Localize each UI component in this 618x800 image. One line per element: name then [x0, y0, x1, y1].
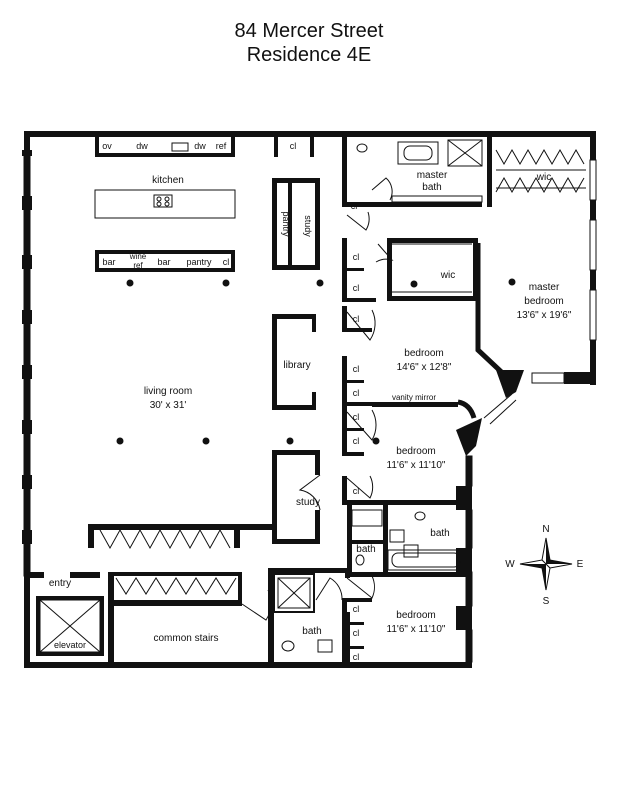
label-closet-9: cl	[353, 486, 360, 496]
label-closet-3: cl	[353, 283, 360, 293]
room-bedroom-2: bedroom	[396, 446, 435, 457]
label-closet-4: cl	[353, 314, 360, 324]
compass-west: W	[505, 559, 515, 570]
label-closet-12: cl	[353, 652, 360, 662]
label-closet-11: cl	[353, 628, 360, 638]
label-closet-2: cl	[353, 252, 360, 262]
kitchen-island	[94, 142, 236, 219]
label-dishwasher-1: dw	[136, 141, 148, 151]
room-bedroom-2-dims: 11'6" x 11'10"	[387, 460, 446, 471]
label-closet-6: cl	[353, 388, 360, 398]
room-bedroom-1-dims: 14'6" x 12'8"	[397, 362, 452, 373]
room-pantry-vertical: pantry	[281, 211, 291, 237]
room-master-bedroom-dims: 13'6" x 19'6"	[517, 310, 572, 321]
room-living-room: living room	[144, 386, 192, 397]
plan-title-unit: Residence 4E	[246, 44, 372, 66]
compass-north: N	[542, 524, 549, 535]
closet-doors	[99, 148, 585, 595]
doors	[241, 177, 394, 621]
label-refrigerator: ref	[216, 141, 227, 151]
label-closet-5: cl	[353, 364, 360, 374]
interior-walls	[30, 137, 596, 662]
room-wic-master: wic	[536, 172, 551, 183]
room-entry: entry	[49, 578, 71, 589]
label-wine: wine	[129, 252, 147, 261]
label-closet-top: cl	[290, 141, 297, 151]
room-bath-left: bath	[356, 544, 375, 555]
room-master-bedroom-1: master	[529, 282, 560, 293]
room-master-bedroom-2: bedroom	[524, 296, 563, 307]
label-oven: ov	[102, 141, 112, 151]
windows-east	[465, 159, 597, 663]
compass-rose: N S E W	[505, 524, 583, 607]
label-closet-10: cl	[353, 604, 360, 614]
label-bar-2: bar	[157, 257, 170, 267]
label-closet-7: cl	[353, 412, 360, 422]
room-bedroom-3-dims: 11'6" x 11'10"	[387, 624, 446, 635]
room-common-stairs: common stairs	[153, 633, 218, 644]
room-elevator: elevator	[54, 640, 86, 650]
room-bedroom-3: bedroom	[396, 610, 435, 621]
room-library: library	[283, 360, 310, 371]
compass-south: S	[543, 596, 550, 607]
label-dishwasher-2: dw	[194, 141, 206, 151]
room-study-upper: study	[303, 215, 313, 237]
room-bedroom-1: bedroom	[404, 348, 443, 359]
label-bar-1: bar	[102, 257, 115, 267]
label-closet-1: cl	[351, 201, 358, 211]
room-study-lower: study	[296, 497, 320, 508]
room-master-bath-1: master	[417, 170, 448, 181]
room-bath-center: bath	[430, 528, 449, 539]
room-living-room-dims: 30' x 31'	[150, 400, 187, 411]
label-wine-ref: ref	[133, 261, 143, 270]
compass-east: E	[577, 559, 584, 570]
room-bath-lower: bath	[302, 626, 321, 637]
label-closet-8: cl	[353, 436, 360, 446]
label-vanity-mirror: vanity mirror	[392, 393, 436, 402]
label-pantry: pantry	[186, 257, 212, 267]
ceiling-lights	[116, 278, 516, 445]
label-bar-closet: cl	[223, 257, 230, 267]
room-wic-hall: wic	[440, 270, 455, 281]
windows-west	[23, 155, 31, 577]
fixtures	[39, 139, 586, 653]
plan-title-address: 84 Mercer Street	[234, 20, 384, 42]
room-kitchen: kitchen	[152, 175, 184, 186]
room-master-bath-2: bath	[422, 182, 441, 193]
